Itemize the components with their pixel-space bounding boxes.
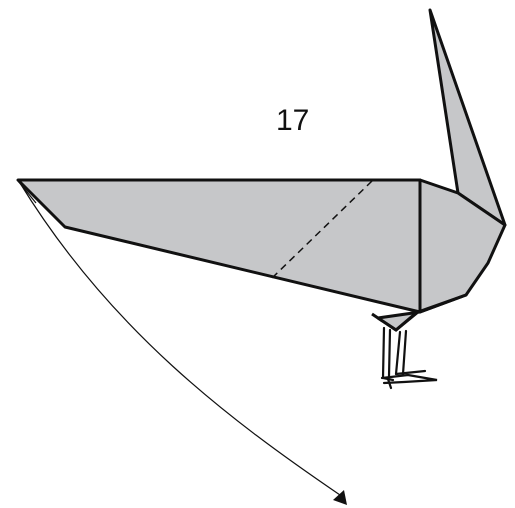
bird-legs (380, 326, 438, 390)
step-number: 17 (276, 104, 310, 137)
fold-arrow-head (333, 490, 347, 505)
fold-arrow-tail (17, 180, 37, 204)
bird-underside-line (371, 311, 417, 332)
bird-body (16, 178, 422, 314)
fold-arrow-path (19, 182, 341, 496)
